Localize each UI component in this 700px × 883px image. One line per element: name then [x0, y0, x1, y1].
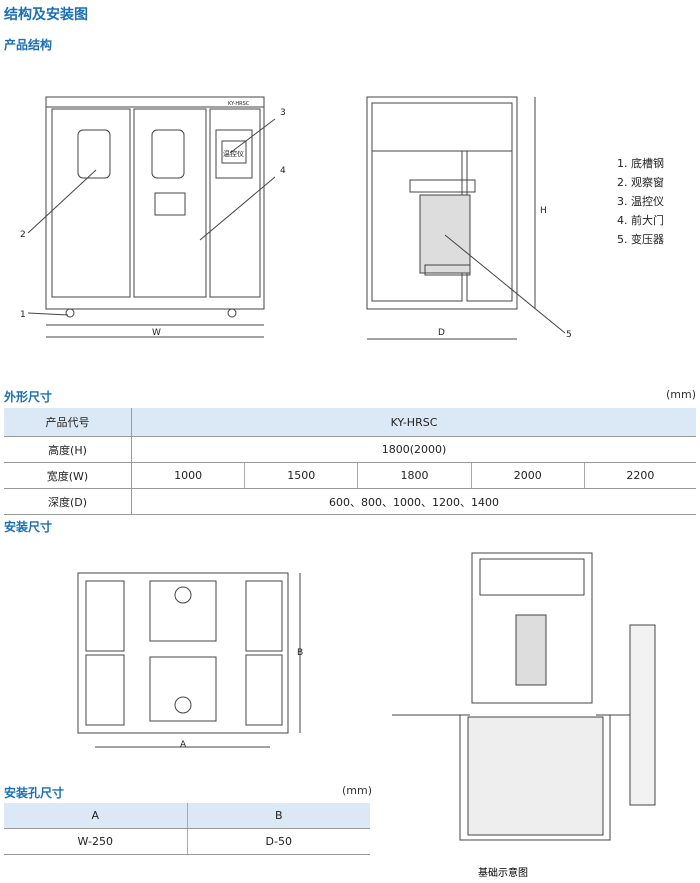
install-drawing: A B	[77, 552, 656, 841]
callout-2: 2	[20, 230, 26, 240]
callout-5: 5	[566, 330, 572, 340]
holes-unit: (mm)	[342, 784, 373, 797]
section-structure-heading: 产品结构	[4, 38, 53, 52]
legend-item: 5. 变压器	[617, 233, 664, 246]
legend-item: 3. 温控仪	[617, 195, 664, 208]
page-title: 结构及安装图	[4, 7, 88, 23]
legend-item: 1. 底槽钢	[617, 157, 664, 170]
callout-3: 3	[280, 108, 286, 118]
dimensions-unit: (mm)	[665, 388, 696, 401]
section-holes-heading: 安装孔尺寸	[4, 786, 65, 800]
callout-4: 4	[280, 166, 286, 176]
thermostat-label: 温控仪	[223, 149, 244, 158]
nameplate: KY-HRSC	[228, 101, 250, 107]
dim-w: W	[152, 328, 161, 338]
dim-b: B	[297, 648, 303, 658]
legend-item: 2. 观察窗	[617, 176, 664, 189]
foundation-caption: 基础示意图	[478, 868, 528, 879]
table-row: 高度(H)1800(2000)	[4, 436, 696, 463]
structure-legend: 1. 底槽钢 2. 观察窗 3. 温控仪 4. 前大门 5. 变压器	[617, 155, 664, 250]
dim-d: D	[438, 328, 445, 338]
legend-item: 4. 前大门	[617, 214, 664, 227]
callout-1: 1	[20, 310, 26, 320]
table-row: 深度(D)600、800、1000、1200、1400	[4, 488, 696, 515]
dim-a: A	[180, 740, 187, 750]
section-install-heading: 安装尺寸	[4, 520, 53, 534]
section-dimensions-heading: 外形尺寸	[4, 390, 53, 404]
dim-h: H	[540, 206, 547, 216]
structure-drawing: 3 4 2 1 5 W D H 温控仪 KY-HRSC	[20, 96, 572, 340]
